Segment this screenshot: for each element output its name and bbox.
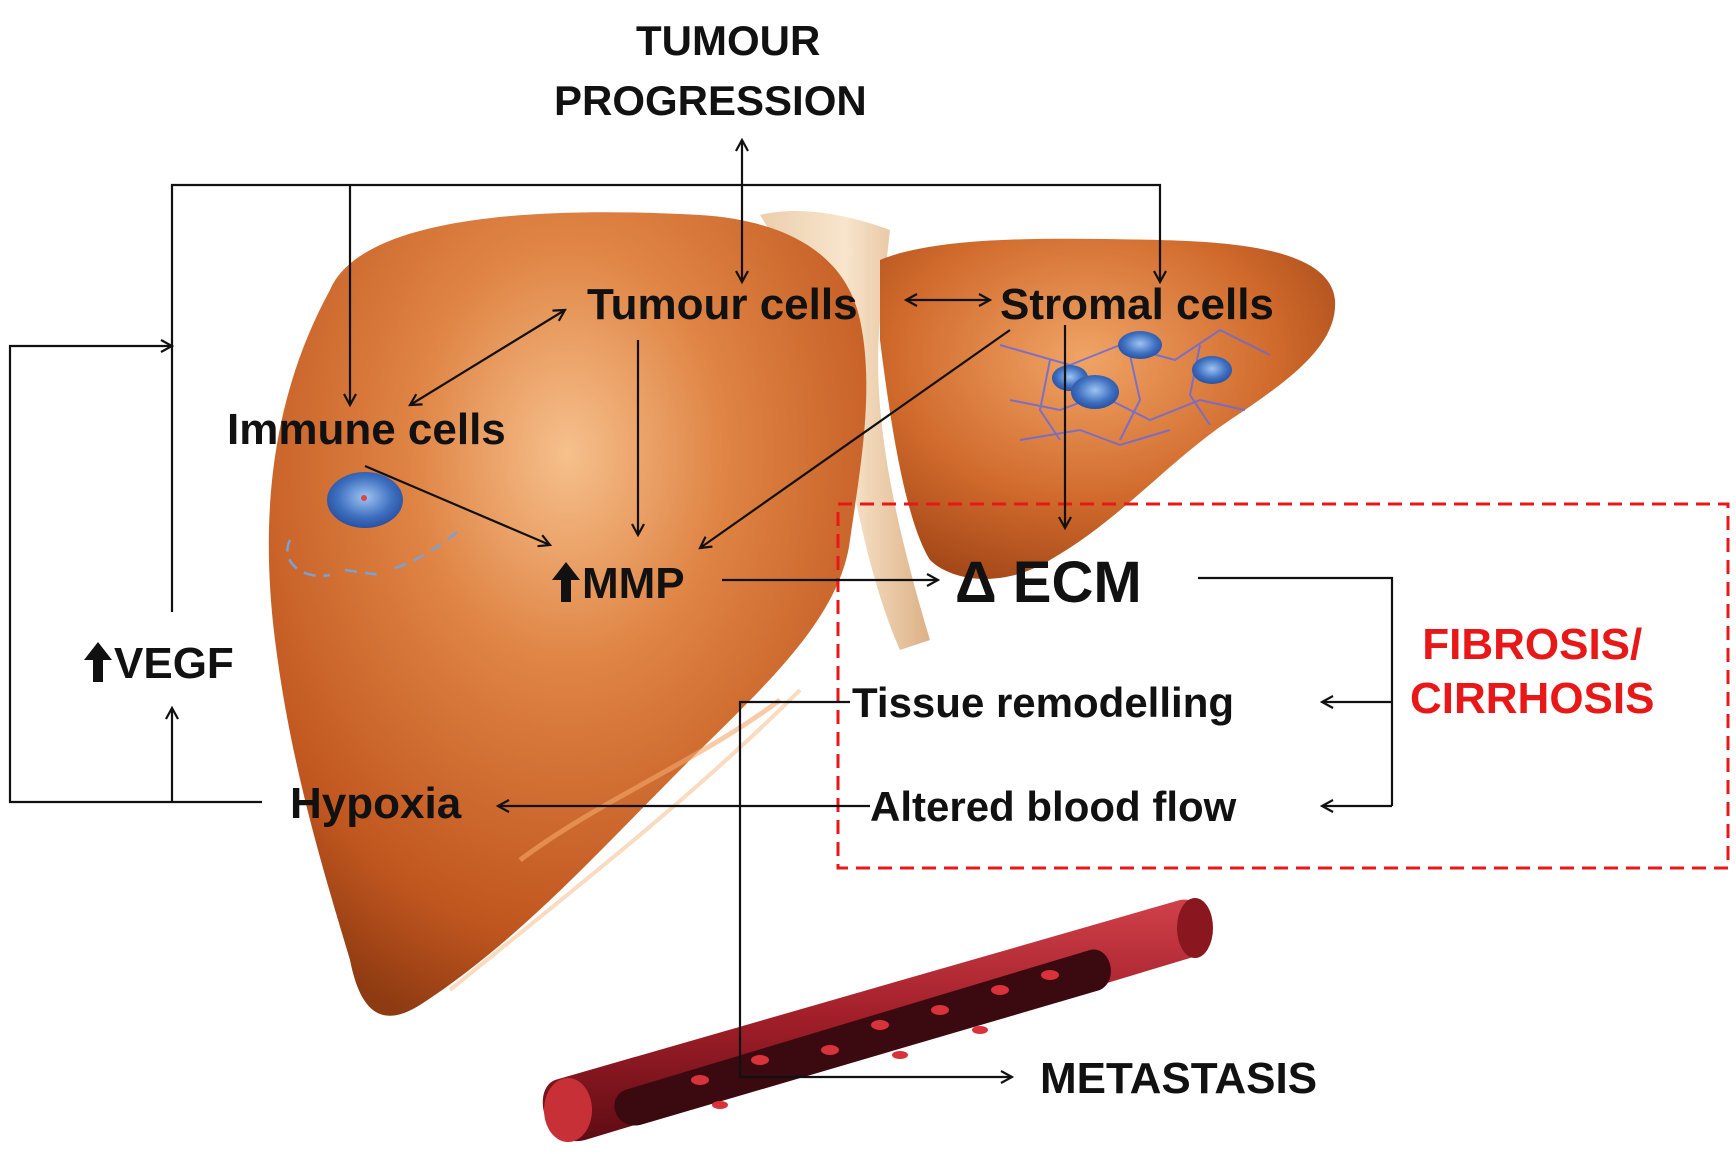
vegf-text: VEGF <box>114 639 234 688</box>
arrow-immune-mmp <box>364 464 550 545</box>
stromal-cell-1 <box>1118 331 1162 359</box>
connector-arrows <box>8 140 1394 1077</box>
immune-cell-trail <box>286 528 461 578</box>
up-arrow-icon <box>552 562 580 602</box>
stromal-cell-3 <box>1071 375 1119 409</box>
arrow-remodelling-metastasis <box>738 700 1012 1077</box>
arrow-vegf-top-loop <box>170 183 1160 612</box>
liver-left-lobe <box>880 238 1336 579</box>
liver-lower-edge <box>448 688 802 992</box>
label-metastasis: METASTASIS <box>1040 1054 1318 1103</box>
liver-right-lobe <box>268 212 867 1016</box>
liver-rim <box>518 697 782 863</box>
immune-cell-nucleus <box>361 495 367 501</box>
label-ecm: Δ ECM <box>955 550 1142 615</box>
mmp-text: MMP <box>582 559 685 608</box>
label-tumour-progression-1: TUMOUR <box>636 17 821 64</box>
label-immune-cells: Immune cells <box>227 405 506 454</box>
label-mmp: MMP <box>550 560 685 606</box>
blood-vessel-illustration <box>542 898 1213 1142</box>
arrow-hypoxia-left-loop <box>8 346 262 804</box>
liver-illustration <box>268 210 1336 1016</box>
vessel-end-left <box>544 1078 592 1142</box>
red-blood-cells <box>691 970 1059 1109</box>
label-tumour-progression-2: PROGRESSION <box>554 77 867 124</box>
stromal-cell-4 <box>1192 356 1232 384</box>
fibrosis-line: FIBROSIS/ <box>1422 620 1643 669</box>
fibrosis-cirrhosis-box <box>836 502 1730 870</box>
label-vegf: VEGF <box>82 640 234 686</box>
up-arrow-icon <box>84 642 112 682</box>
arrow-immune-tumour <box>410 310 565 405</box>
fibrosis-cirrhosis-title: FIBROSIS/ CIRRHOSIS <box>1410 618 1654 725</box>
label-altered-blood-flow: Altered blood flow <box>870 783 1237 830</box>
label-stromal-cells: Stromal cells <box>1000 280 1274 329</box>
vessel-lumen <box>614 949 1111 1126</box>
label-tissue-remodelling: Tissue remodelling <box>852 679 1234 726</box>
label-hypoxia: Hypoxia <box>290 779 462 828</box>
arrow-stromal-mmp <box>700 329 1011 548</box>
vessel-end-right <box>1177 898 1213 958</box>
label-tumour-cells: Tumour cells <box>587 280 858 329</box>
cirrhosis-line: CIRRHOSIS <box>1410 673 1655 723</box>
arrow-ecm-bracket <box>1198 576 1394 806</box>
